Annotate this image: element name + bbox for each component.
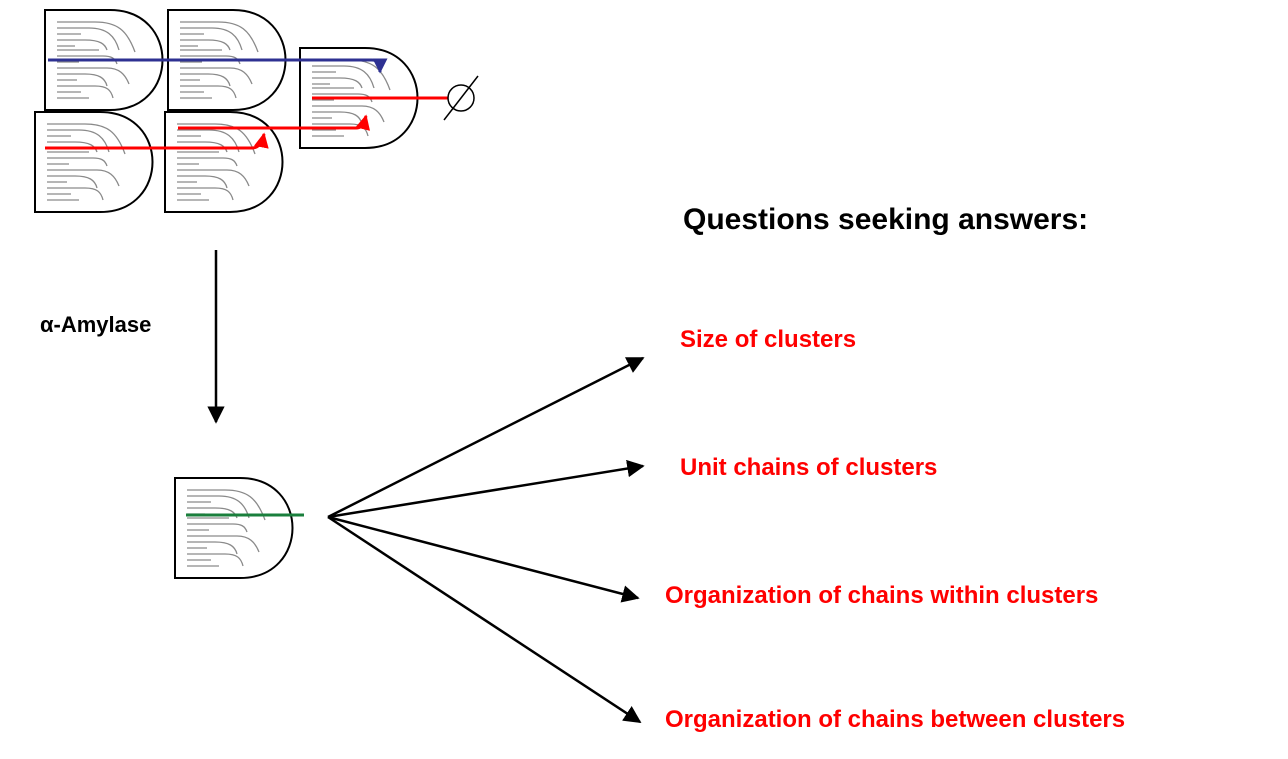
question-1: Size of clusters xyxy=(680,326,857,353)
cluster-isolated xyxy=(174,477,294,579)
questions-heading: Questions seeking answers: xyxy=(683,203,1089,236)
question-3: Organization of chains within clusters xyxy=(665,582,1099,609)
question-2: Unit chains of clusters xyxy=(680,454,938,481)
enzyme-label: α-Amylase xyxy=(40,312,152,337)
empty-set-icon xyxy=(443,75,479,121)
red-chain-middle xyxy=(178,114,371,131)
arrow-to-question-2 xyxy=(327,459,645,519)
arrow-to-question-4 xyxy=(327,515,642,724)
cluster-bottom-left xyxy=(34,111,154,213)
arrow-to-question-1 xyxy=(327,356,645,519)
blue-chain xyxy=(48,58,388,74)
red-chain-lower xyxy=(45,132,269,150)
arrow-to-question-3 xyxy=(327,515,640,603)
question-4: Organization of chains between clusters xyxy=(665,706,1126,733)
